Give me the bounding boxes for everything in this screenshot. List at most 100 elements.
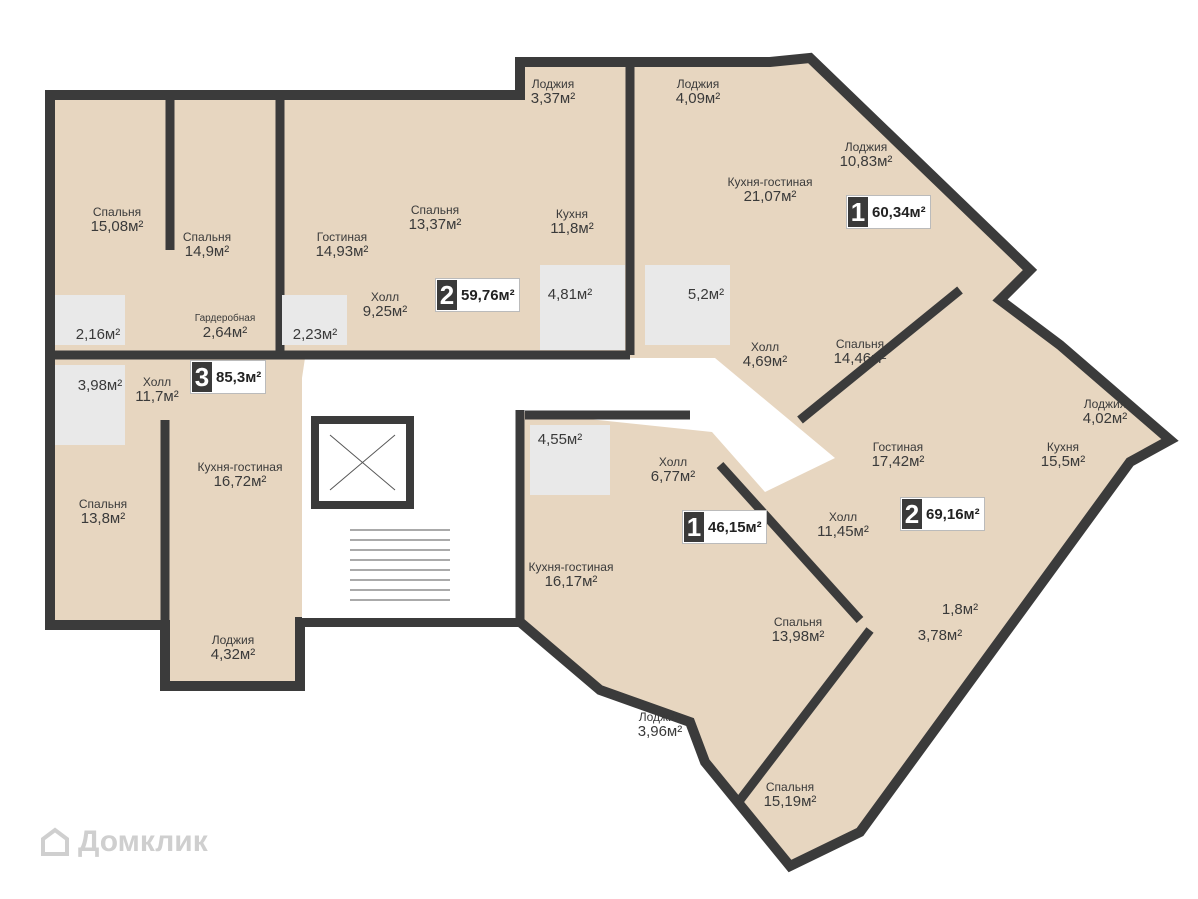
bathroom-tiles — [55, 295, 125, 345]
rooms-count: 3 — [192, 362, 212, 392]
room-area: 11,7м² — [135, 387, 179, 405]
room-name: Лоджия — [211, 632, 255, 647]
room-area: 21,07м² — [743, 187, 797, 205]
room-name: Спальня — [773, 614, 823, 629]
rooms-count: 1 — [684, 512, 704, 542]
bathroom-tiles — [55, 365, 125, 445]
room-name: Гостиная — [872, 439, 924, 454]
room-name: Лоджия — [676, 76, 720, 91]
room-area: 1,8м² — [941, 601, 979, 619]
room-name: Лоджия — [844, 139, 888, 154]
room-name: Спальня — [78, 496, 128, 511]
room-area: 4,02м² — [1082, 409, 1128, 427]
corridor — [302, 358, 835, 618]
room-area: 9,25м² — [362, 302, 408, 320]
room-area: 14,46м² — [833, 349, 887, 367]
room-name: Холл — [750, 339, 780, 354]
room-area: 2,23м² — [292, 326, 338, 344]
room-area: 11,45м² — [817, 522, 869, 540]
bathroom-tiles — [530, 425, 610, 495]
room-name: Кухня — [555, 206, 589, 221]
room-name: Гардеробная — [194, 312, 256, 324]
room-name: Кухня-гостиная — [197, 459, 283, 474]
apartment-area: 85,3м² — [216, 368, 262, 386]
elevator-cross — [329, 434, 396, 491]
room-area: 15,08м² — [90, 217, 144, 235]
room-bathroom: 4,55м² — [538, 432, 583, 448]
apartment-area: 60,34м² — [872, 203, 926, 221]
room-name: Спальня — [835, 336, 885, 351]
room-area: 4,69м² — [742, 352, 788, 370]
room-area: 16,72м² — [213, 472, 267, 490]
room-name: Кухня — [1046, 439, 1080, 454]
room-area: 13,8м² — [80, 509, 126, 527]
room-area: 2,64м² — [202, 323, 248, 341]
room-area: 4,09м² — [675, 89, 721, 107]
room-name: Холл — [142, 374, 172, 389]
room-name: Спальня — [765, 779, 815, 794]
room-area: 14,9м² — [184, 242, 230, 260]
room-bathroom: 2,16м² — [76, 327, 121, 343]
rooms-count: 2 — [902, 499, 922, 529]
house-logo-icon — [41, 827, 69, 856]
room-area: 3,98м² — [77, 377, 123, 395]
room-area: 2,16м² — [75, 326, 121, 344]
room-area: 16,17м² — [544, 572, 598, 590]
room-name: Холл — [370, 289, 400, 304]
room-name: Кухня-гостиная — [727, 174, 813, 189]
bathroom-tiles — [645, 265, 730, 345]
room-area: 4,81м² — [547, 286, 593, 304]
room-area: 10,83м² — [839, 152, 893, 170]
room-area: 4,32м² — [210, 645, 256, 663]
room-area: 11,8м² — [550, 219, 594, 237]
bathroom-tiles — [540, 265, 625, 350]
room-name: Спальня — [410, 202, 460, 217]
room-area: 13,98м² — [771, 627, 825, 645]
room-area: 14,93м² — [315, 242, 369, 260]
staircase — [350, 529, 450, 601]
room-name: Холл — [828, 509, 858, 524]
room-bathroom: 2,23м² — [293, 327, 338, 343]
room-name: Лоджия — [638, 709, 682, 724]
room-name: Гостиная — [316, 229, 368, 244]
room-name: Кухня-гостиная — [528, 559, 614, 574]
apartment-area: 46,15м² — [708, 518, 762, 536]
room-bathroom: 3,98м² — [78, 378, 123, 394]
room-area: 6,77м² — [650, 467, 696, 485]
room-name: Спальня — [182, 229, 232, 244]
room-bathroom: 4,81м² — [548, 287, 593, 303]
apartment-area: 69,16м² — [926, 505, 980, 523]
room-bathroom: 3,78м² — [918, 628, 963, 644]
room-area: 13,37м² — [408, 215, 462, 233]
room-area: 5,2м² — [687, 286, 725, 304]
watermark: Домклик — [40, 825, 208, 859]
room-area: 15,19м² — [763, 792, 817, 810]
interior-walls — [50, 62, 963, 803]
room-bathroom: 5,2м² — [688, 287, 724, 303]
room-area: 3,78м² — [917, 627, 963, 645]
room-name: Лоджия — [1083, 396, 1127, 411]
